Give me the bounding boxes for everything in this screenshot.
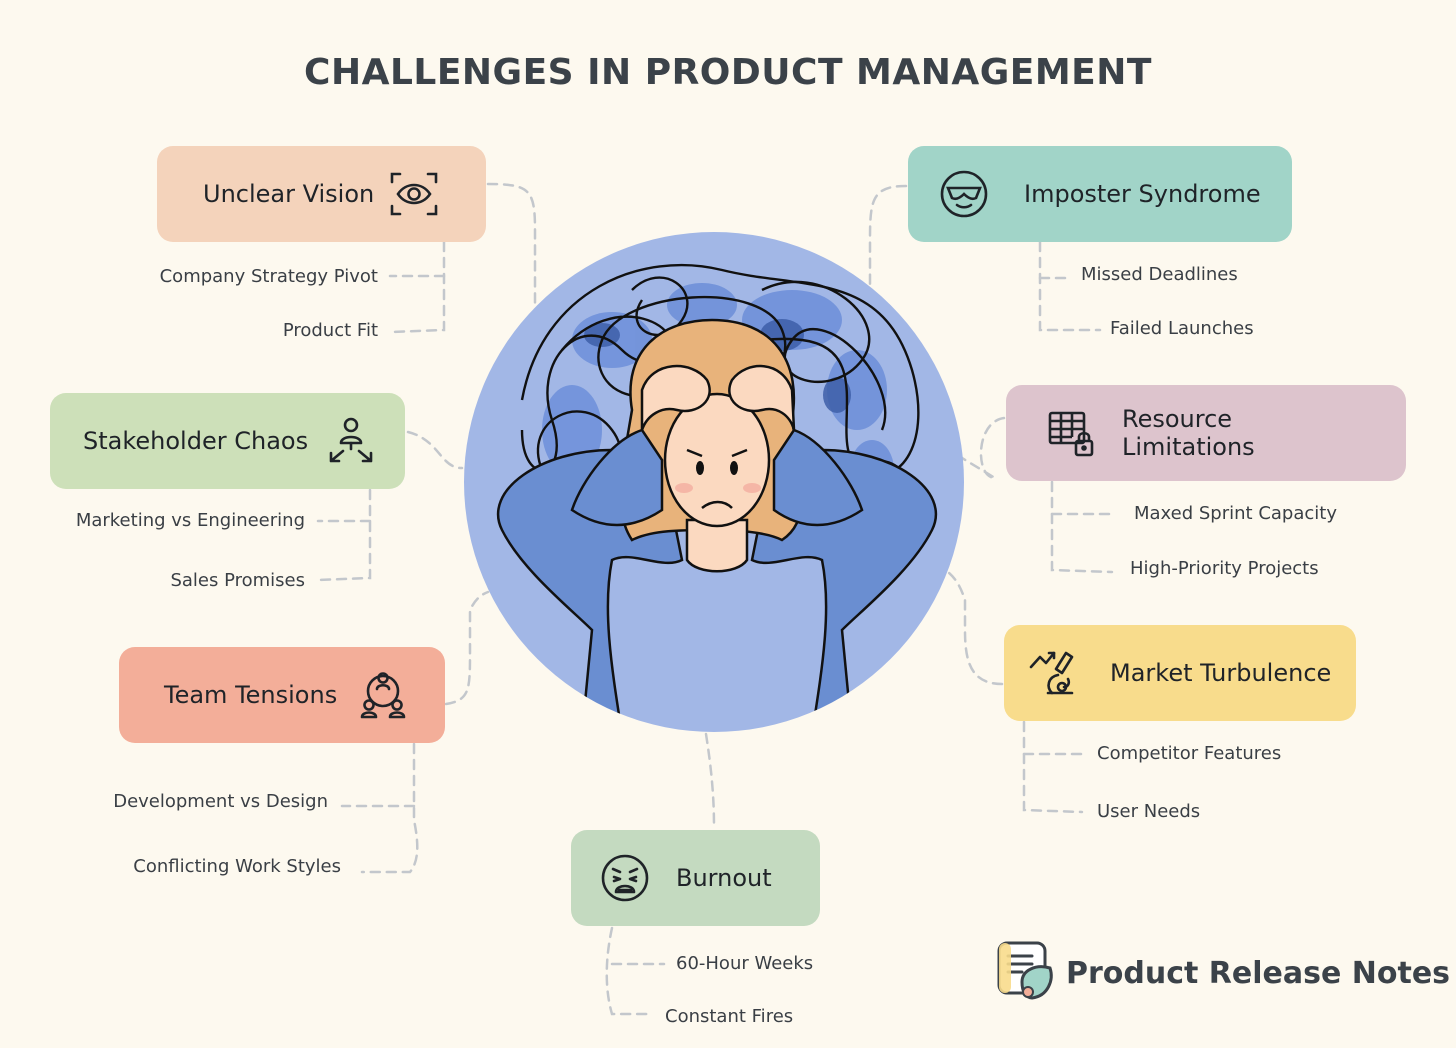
sub-item: Failed Launches [1110, 318, 1254, 339]
card-label: Unclear Vision [203, 180, 375, 208]
card-label: Resource Limitations [1122, 405, 1255, 461]
page-title: CHALLENGES IN PRODUCT MANAGEMENT [304, 52, 1152, 93]
sub-item: Missed Deadlines [1081, 264, 1238, 285]
card-stakeholder-chaos: Stakeholder Chaos [50, 393, 405, 489]
eye-focus-icon [388, 168, 440, 220]
card-unclear-vision: Unclear Vision [157, 146, 486, 242]
notes-logo-icon [996, 940, 1056, 1006]
stressed-person-illustration [464, 232, 964, 732]
person-arrows-icon [325, 415, 377, 467]
sub-item: Marketing vs Engineering [75, 510, 305, 531]
sub-item: Sales Promises [170, 570, 305, 591]
sub-item: Product Fit [282, 320, 378, 341]
card-market-turbulence: Market Turbulence [1004, 625, 1356, 721]
card-burnout: Burnout [571, 830, 820, 926]
sub-item: Maxed Sprint Capacity [1134, 503, 1337, 524]
sub-item: Constant Fires [665, 1006, 794, 1027]
sub-item: High-Priority Projects [1130, 558, 1319, 579]
card-label: Burnout [676, 864, 772, 892]
exhausted-face-icon [599, 852, 651, 904]
sub-item: Competitor Features [1097, 743, 1282, 764]
sub-item: 60-Hour Weeks [676, 953, 814, 974]
card-label: Team Tensions [164, 681, 338, 709]
team-network-icon [357, 669, 409, 721]
sub-item: Company Strategy Pivot [159, 266, 378, 287]
brand-name: Product Release Notes [1066, 955, 1451, 991]
card-label: Market Turbulence [1110, 659, 1332, 687]
sub-item: User Needs [1097, 801, 1201, 822]
sub-item: Development vs Design [113, 791, 328, 812]
card-label: Stakeholder Chaos [83, 427, 309, 455]
card-imposter-syndrome: Imposter Syndrome [908, 146, 1292, 242]
card-label: Imposter Syndrome [1024, 180, 1261, 208]
brand-logo: Product Release Notes [996, 940, 1450, 1006]
sub-item: Conflicting Work Styles [133, 856, 341, 877]
locked-table-icon [1046, 407, 1098, 459]
microscope-chart-icon [1028, 647, 1080, 699]
card-resource-limitations: Resource Limitations [1006, 385, 1406, 481]
card-team-tensions: Team Tensions [119, 647, 445, 743]
disguise-face-icon [938, 168, 990, 220]
